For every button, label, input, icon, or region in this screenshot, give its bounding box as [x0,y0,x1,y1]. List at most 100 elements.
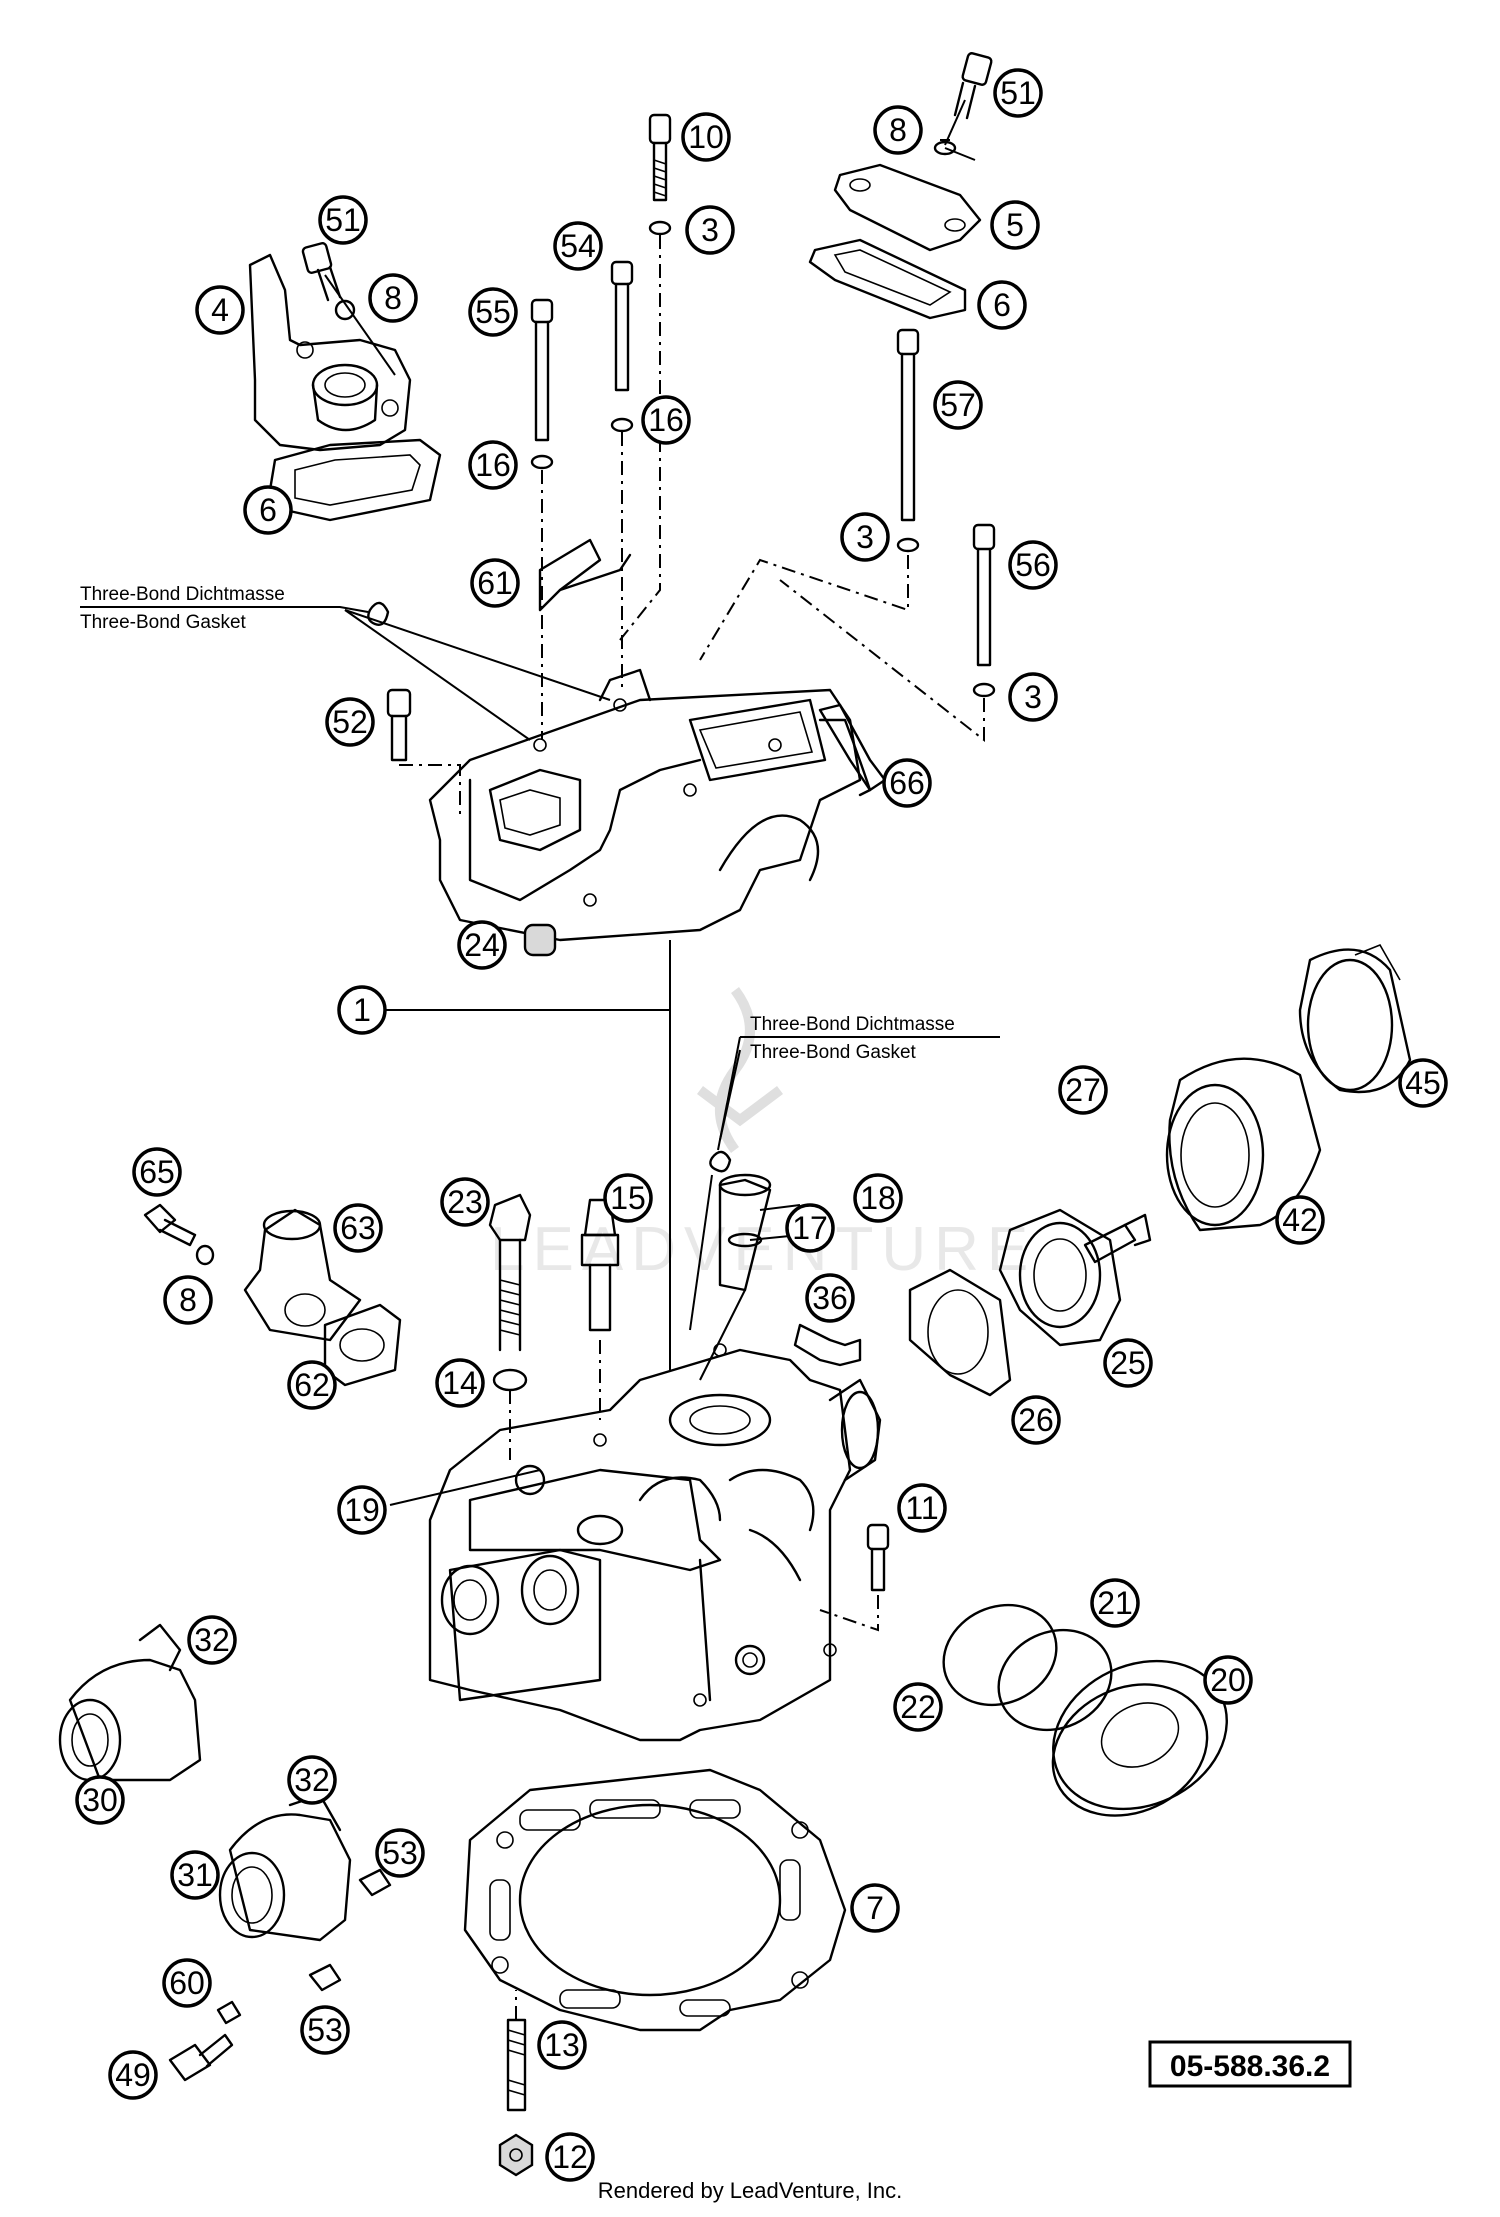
callout-4: 4 [195,285,245,335]
svg-text:56: 56 [1015,547,1051,583]
callout-42: 42 [1275,1195,1325,1245]
callout-3-right: 3 [1008,672,1058,722]
svg-text:24: 24 [464,927,500,963]
svg-text:10: 10 [688,119,724,155]
o-ring-22 [942,1603,1058,1707]
callout-6-top: 6 [977,280,1027,330]
sealant-note-1: Three-Bond Dichtmasse Three-Bond Gasket [80,584,369,633]
cover-plate-gasket [808,238,967,320]
callout-63: 63 [333,1203,383,1253]
callout-6-left: 6 [243,485,293,535]
callout-36: 36 [805,1273,855,1323]
callout-15: 15 [603,1173,653,1223]
svg-text:32: 32 [294,1762,330,1798]
svg-text:8: 8 [889,112,907,148]
svg-text:19: 19 [344,1492,380,1528]
svg-text:66: 66 [889,765,925,801]
bolt-54 [610,260,634,392]
svg-text:52: 52 [332,704,368,740]
svg-text:61: 61 [477,565,513,601]
callout-66: 66 [882,758,932,808]
cover-plate [833,163,982,252]
note-1-line2: Three-Bond Gasket [80,612,247,633]
callout-17: 17 [785,1203,835,1253]
svg-text:17: 17 [792,1210,828,1246]
callout-8-top: 8 [873,105,923,155]
bolt-56 [972,523,996,667]
stud-13 [506,2018,527,2112]
svg-text:14: 14 [442,1365,478,1401]
flange-63 [243,1208,362,1342]
bracket-61 [538,538,632,612]
thermostat-cover [248,253,412,452]
bolt-55 [530,298,554,442]
svg-text:45: 45 [1405,1065,1441,1101]
callout-8-left: 8 [368,273,418,323]
svg-text:42: 42 [1282,1202,1318,1238]
svg-text:22: 22 [900,1689,936,1725]
stud-23 [488,1193,532,1352]
intake-gasket-26 [908,1268,1012,1397]
plug-24 [523,923,557,957]
reference-code-text: 05-588.36.2 [1170,2050,1330,2083]
bolt-57 [896,328,920,522]
callout-8-mid: 8 [163,1275,213,1325]
svg-text:5: 5 [1006,207,1024,243]
svg-text:51: 51 [325,202,361,238]
reference-code-box: 05-588.36.2 [1148,2040,1352,2088]
assembly-lines [399,235,985,2020]
svg-text:23: 23 [447,1184,483,1220]
svg-text:11: 11 [905,1490,938,1526]
svg-text:4: 4 [211,292,229,328]
svg-text:62: 62 [294,1367,330,1403]
clip-53-upper [358,1868,392,1897]
svg-text:60: 60 [169,1965,205,2001]
thermostat-gasket [268,438,442,522]
fitting-36 [793,1323,862,1367]
callout-65: 65 [132,1147,182,1197]
note-1-line1: Three-Bond Dichtmasse [80,584,285,605]
note-2-line1: Three-Bond Dichtmasse [750,1014,955,1035]
svg-text:27: 27 [1065,1072,1101,1108]
sealant-note-2: Three-Bond Dichtmasse Three-Bond Gasket [717,1014,1000,1151]
svg-text:16: 16 [475,447,511,483]
callout-3-mid: 3 [840,512,890,562]
callout-61: 61 [470,558,520,608]
svg-text:16: 16 [648,402,684,438]
callout-53-upper: 53 [375,1828,425,1878]
callout-1: 1 [337,985,387,1035]
callout-49: 49 [108,2050,158,2100]
exhaust-port-31 [218,1793,352,1942]
callout-55: 55 [468,287,518,337]
leader-lines [324,99,976,1506]
svg-text:6: 6 [259,492,277,528]
bolt-65 [143,1203,197,1247]
callout-20: 20 [1203,1655,1253,1705]
callout-62: 62 [287,1360,337,1410]
bolt-52 [386,688,412,762]
callout-5: 5 [990,200,1040,250]
svg-text:6: 6 [993,287,1011,323]
clip-53-lower [308,1963,342,1992]
svg-text:25: 25 [1110,1345,1146,1381]
svg-text:12: 12 [552,2139,588,2175]
spacer-60 [216,2000,242,2025]
callout-56: 56 [1008,540,1058,590]
callout-18: 18 [853,1173,903,1223]
callout-7: 7 [850,1883,900,1933]
valve-cover [428,668,872,942]
svg-text:26: 26 [1018,1402,1054,1438]
washers [195,140,996,1392]
svg-text:8: 8 [384,280,402,316]
footer-credit: Rendered by LeadVenture, Inc. [598,2178,903,2203]
svg-text:18: 18 [860,1180,896,1216]
svg-text:51: 51 [1000,75,1036,111]
svg-text:3: 3 [701,212,719,248]
callout-11: 11 [897,1483,947,1533]
svg-text:7: 7 [866,1890,884,1926]
callout-23: 23 [440,1177,490,1227]
callout-25: 25 [1103,1338,1153,1388]
bolt-11 [866,1523,890,1592]
note-2-line2: Three-Bond Gasket [750,1042,917,1063]
